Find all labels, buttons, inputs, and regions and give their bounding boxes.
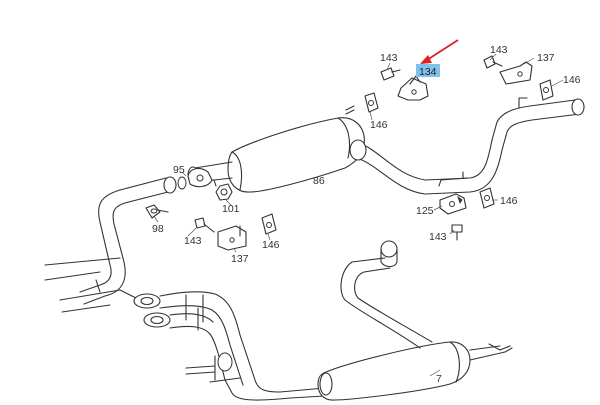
label-143-right: 143: [490, 44, 508, 56]
left-down-pipe: [79, 176, 177, 305]
rubber-mount-146-mid: [479, 187, 495, 209]
label-146-lower: 146: [262, 239, 280, 251]
bracket-137-top: [499, 61, 533, 85]
label-86: 86: [313, 175, 325, 187]
engine-outline: [44, 257, 141, 313]
rear-muffler-7: [317, 341, 471, 401]
label-125: 125: [416, 205, 434, 217]
clamp-95: [177, 167, 213, 190]
label-134[interactable]: 134: [419, 66, 437, 78]
label-101: 101: [222, 203, 240, 215]
nut-101: [213, 179, 233, 201]
rubber-mount-146-lower: [261, 213, 277, 235]
bolt-143-left: [194, 217, 215, 233]
rubber-mount-146-right: [539, 79, 554, 101]
front-muffler-86: [227, 117, 367, 193]
red-arrow: [420, 39, 459, 64]
leader-lines: [153, 53, 564, 377]
label-143-top: 143: [380, 52, 398, 64]
bolt-143-right: [483, 55, 503, 69]
label-7: 7: [436, 373, 442, 385]
label-143-left: 143: [184, 235, 202, 247]
bolt-143-mid: [451, 224, 463, 241]
bolt-98: [145, 204, 169, 219]
label-137-lower: 137: [231, 253, 249, 265]
bracket-134: [397, 75, 429, 101]
bracket-137-lower: [217, 225, 247, 251]
lower-bracket: [185, 352, 241, 383]
rear-tail-pipe-7: [340, 240, 513, 361]
label-146-mid: 146: [500, 195, 518, 207]
rubber-mount-146-top: [345, 92, 379, 115]
y-pipe: [133, 291, 326, 401]
label-98: 98: [152, 223, 164, 235]
label-137-top: 137: [537, 52, 555, 64]
bolt-143-top: [380, 67, 401, 81]
highlight-134: [416, 64, 440, 77]
label-146-right: 146: [563, 74, 581, 86]
label-95: 95: [173, 164, 185, 176]
label-143-mid: 143: [429, 231, 447, 243]
rear-pipe: [356, 97, 585, 195]
clamp-125: [439, 193, 467, 215]
label-146-top: 146: [370, 119, 388, 131]
